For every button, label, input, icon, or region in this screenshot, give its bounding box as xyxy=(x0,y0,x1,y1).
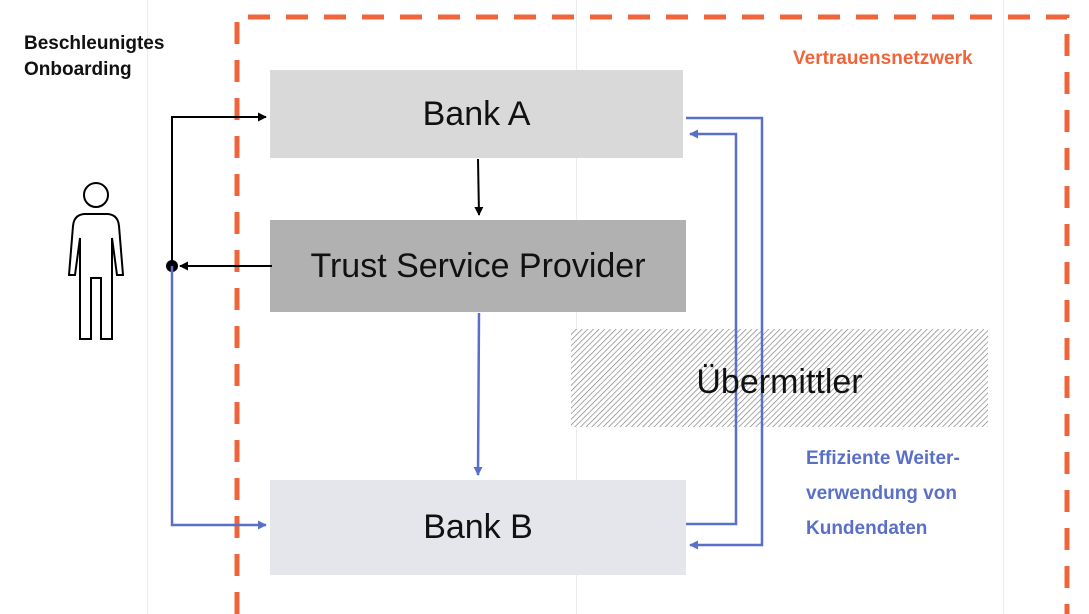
arrow-bank-b-to-bank-a-inner xyxy=(686,129,738,526)
arrow-onboarding-to-bank-a xyxy=(171,112,267,266)
transmitter-box xyxy=(571,329,988,427)
transmitter-label: Übermittler xyxy=(696,362,863,401)
trust-network-border xyxy=(234,14,1070,614)
onboarding-label: Beschleunigtes Onboarding xyxy=(24,31,164,83)
person-icon xyxy=(67,182,125,340)
onboarding-label-line-1: Beschleunigtes xyxy=(24,33,165,54)
reuse-label-line-1: Effiziente Weiter- xyxy=(806,448,960,469)
reuse-label-line-3: Kundendaten xyxy=(806,518,928,539)
reuse-label-line-2: verwendung von xyxy=(806,483,957,504)
tsp-label: Trust Service Provider xyxy=(310,246,646,285)
arrow-customer-to-bank-b xyxy=(170,266,267,530)
tsp-box xyxy=(270,220,686,312)
arrow-tsp-to-bank-b xyxy=(473,312,483,476)
arrow-bank-a-to-bank-b-outer xyxy=(686,116,764,550)
bank-b-box xyxy=(270,480,686,575)
arrow-bank-a-to-tsp xyxy=(474,158,484,216)
bank-a-label: Bank A xyxy=(422,94,531,133)
reuse-label: Effiziente Weiter- verwendung von Kunden… xyxy=(806,441,960,546)
bank-a-box xyxy=(270,70,683,158)
onboarding-label-line-2: Onboarding xyxy=(24,59,132,80)
bank-b-label: Bank B xyxy=(423,508,533,546)
trust-network-label: Vertrauensnetzwerk xyxy=(793,48,973,69)
